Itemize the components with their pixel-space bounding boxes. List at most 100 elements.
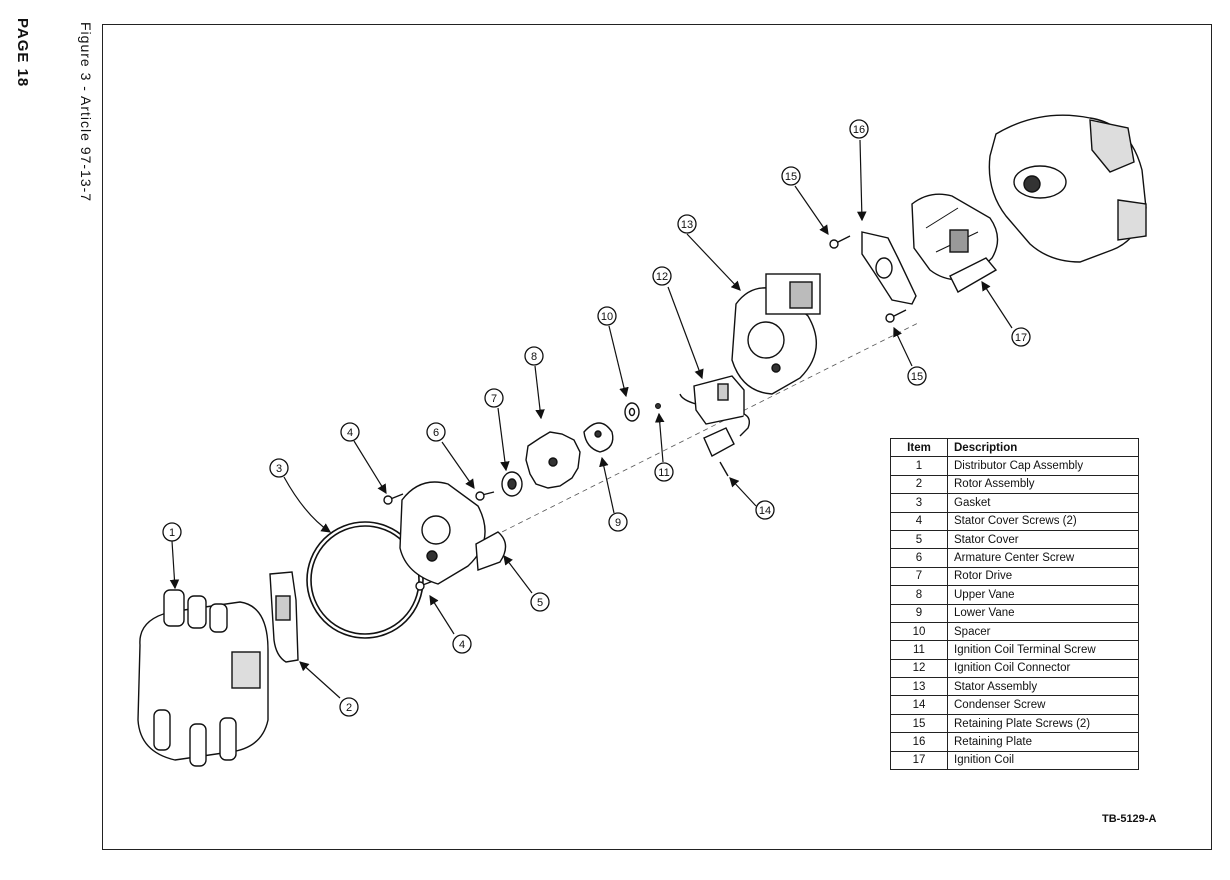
page-number: PAGE 18 (14, 18, 31, 88)
retaining-plate-screws-part (829, 235, 907, 323)
legend-description: Ignition Coil Connector (947, 658, 1139, 679)
legend-item: 5 (890, 529, 948, 550)
callout-4-lower: 4 (459, 639, 465, 651)
ignition-coil-terminal-screw-part (655, 403, 661, 409)
figure-code: TB-5129-A (1102, 813, 1157, 825)
callout-2: 2 (346, 702, 352, 714)
legend-item: 9 (890, 603, 948, 623)
distributor-cap-part (137, 589, 269, 767)
legend-description: Stator Cover (947, 529, 1139, 550)
distributor-base-housing (988, 114, 1147, 263)
spacer-part (624, 402, 640, 422)
legend-item: 1 (890, 456, 948, 476)
legend-description: Stator Cover Screws (2) (947, 511, 1139, 531)
callout-1: 1 (169, 527, 175, 539)
figure-caption: Figure 3 - Article 97-13-7 (78, 22, 94, 203)
callout-5: 5 (537, 597, 543, 609)
callout-6: 6 (433, 427, 439, 439)
callout-15-upper: 15 (785, 171, 797, 183)
callout-14: 14 (759, 505, 771, 517)
callout-17: 17 (1015, 332, 1027, 344)
ignition-coil-part (911, 193, 999, 293)
legend-description: Spacer (947, 621, 1139, 642)
legend-item: 15 (890, 713, 948, 734)
legend-header-row: Item Description (890, 437, 1139, 458)
stator-cover-part (399, 481, 507, 585)
legend-description: Lower Vane (947, 603, 1139, 623)
legend-description: Ignition Coil Terminal Screw (947, 640, 1139, 660)
legend-header-item: Item (890, 437, 948, 458)
callout-16: 16 (853, 124, 865, 136)
callout-4-upper: 4 (347, 427, 353, 439)
lower-vane-part (583, 422, 614, 453)
callout-7: 7 (491, 393, 497, 405)
callout-12: 12 (656, 271, 668, 283)
ignition-coil-connector-part (679, 375, 751, 457)
legend-description: Upper Vane (947, 585, 1139, 605)
legend-item: 16 (890, 732, 948, 752)
callout-3: 3 (276, 463, 282, 475)
armature-center-screw-part (475, 491, 495, 501)
legend-item: 10 (890, 621, 948, 642)
legend-item: 8 (890, 585, 948, 605)
legend-description: Gasket (947, 493, 1139, 513)
condenser-screw-part (719, 461, 729, 477)
legend-description: Retaining Plate (947, 732, 1139, 752)
center-axis (469, 321, 921, 549)
legend-item: 11 (890, 640, 948, 660)
legend-item: 12 (890, 658, 948, 679)
legend-description: Condenser Screw (947, 695, 1139, 715)
legend-description: Rotor Assembly (947, 474, 1139, 495)
legend-item: 17 (890, 750, 948, 771)
legend-item: 4 (890, 511, 948, 531)
legend-header-description: Description (947, 437, 1139, 458)
legend-description: Ignition Coil (947, 750, 1139, 771)
legend-item: 3 (890, 493, 948, 513)
callout-11: 11 (658, 467, 669, 479)
rotor-drive-part (501, 471, 523, 497)
legend-item: 2 (890, 474, 948, 495)
legend-description: Retaining Plate Screws (2) (947, 713, 1139, 734)
legend-item: 7 (890, 566, 948, 587)
gasket-part (306, 521, 424, 639)
legend-description: Armature Center Screw (947, 548, 1139, 568)
legend-description: Rotor Drive (947, 566, 1139, 587)
legend-description: Stator Assembly (947, 677, 1139, 697)
retaining-plate-part (861, 231, 917, 305)
stator-assembly-part (731, 273, 821, 395)
callout-10: 10 (601, 311, 613, 323)
legend-item: 13 (890, 677, 948, 697)
figure-frame (102, 24, 1212, 850)
rotor-part (269, 571, 299, 663)
leader-lines (169, 139, 1013, 699)
callout-9: 9 (615, 517, 621, 529)
stator-cover-screws-part (383, 493, 437, 591)
legend-item: 14 (890, 695, 948, 715)
callout-15-lower: 15 (911, 371, 923, 383)
legend-item: 6 (890, 548, 948, 568)
callout-13: 13 (681, 219, 693, 231)
callout-bubbles (162, 119, 1031, 717)
upper-vane-part (525, 431, 581, 489)
callout-8: 8 (531, 351, 537, 363)
legend-description: Distributor Cap Assembly (947, 456, 1139, 476)
